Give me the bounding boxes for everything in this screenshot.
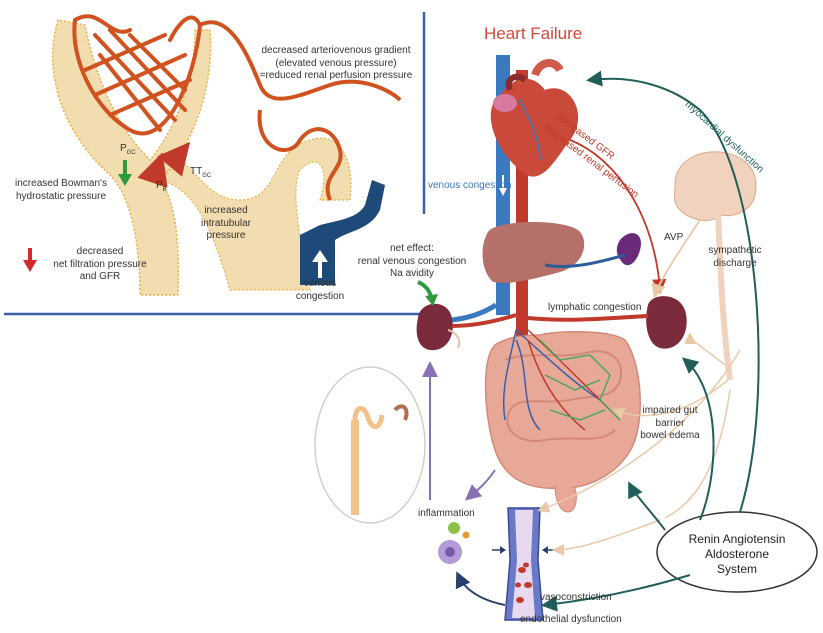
- inflammation-label: inflammation: [418, 508, 475, 519]
- vasoconstriction-label: vasoconstriction: [540, 592, 612, 603]
- bowman-label: increased Bowman's hydrostatic pressure: [15, 178, 107, 202]
- intestines: [484, 329, 641, 513]
- tt-red-arrow: [157, 141, 191, 177]
- raas-label: Renin Angiotensin Aldosterone System: [688, 532, 786, 576]
- intratubular-label: increased intratubular pressure: [200, 205, 252, 241]
- inflammation-cell-orange: [462, 531, 470, 539]
- gut-label: impaired gut barrier bowel edema: [640, 405, 700, 441]
- filtration-label: decreased net filtration pressure and GF…: [53, 246, 147, 282]
- left-kidney: [416, 303, 453, 351]
- pb-label: PB: [156, 180, 167, 193]
- venous-congestion-label: venous congestion: [428, 180, 512, 191]
- avp-label: AVP: [664, 232, 684, 243]
- sympathetic-label: sympathetic discharge: [708, 245, 762, 269]
- venous-congestion-arrow-inset: [312, 250, 328, 278]
- heart: [490, 59, 579, 177]
- inset-venous-congestion-label: venous congestion: [295, 278, 345, 302]
- net-effect-label: net effect: renal venous congestion Na a…: [357, 243, 467, 279]
- spleen: [616, 233, 641, 266]
- main-body-illustration: [314, 55, 818, 621]
- renal-perfusion-arrow: [569, 139, 667, 294]
- liver: [482, 221, 585, 283]
- page-title: Heart Failure: [484, 24, 583, 43]
- blood-vessel: [492, 507, 556, 621]
- endothelial-label: endothelial dysfunction: [520, 614, 622, 625]
- avp-arrow: [651, 219, 701, 299]
- nephron-inset-circle: [314, 366, 426, 524]
- right-kidney: [646, 296, 687, 349]
- pgc-label: PGC: [120, 143, 136, 156]
- raas-ellipse: [656, 511, 818, 593]
- glomerulus-inset: [4, 12, 426, 316]
- inflammation-cell-green: [448, 522, 460, 534]
- lymphatic-label: lymphatic congestion: [548, 302, 642, 313]
- brain: [673, 151, 757, 381]
- gradient-label: decreased arteriovenous gradient (elevat…: [259, 45, 413, 81]
- nephron-illustration: [351, 404, 409, 515]
- myocardial-dysfunction-arrow: [586, 70, 760, 513]
- tt-label: TTGC: [190, 166, 212, 179]
